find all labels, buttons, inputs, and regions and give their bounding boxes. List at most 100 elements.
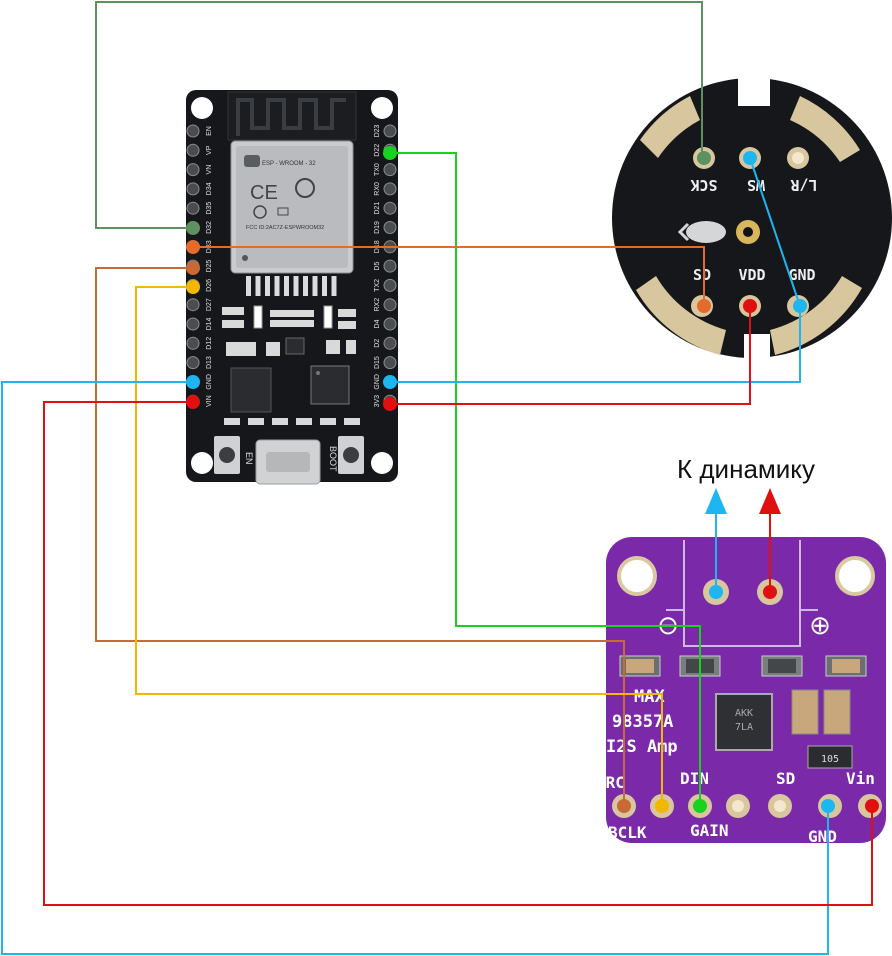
plus-sign: ⊕ [809,610,831,640]
esp32-board: ESP - WROOM - 32 CE FCC ID:2AC7Z-ESPWROO… [186,90,398,485]
amp-label-lrc: LRC [596,773,625,792]
left-pin-label: EN [206,126,213,136]
mic-dot-vdd [743,299,757,313]
smd-part [338,309,356,317]
mic-notch-top [738,76,770,106]
left-pin-pad [186,163,200,177]
right-pin-label: TX0 [374,163,381,176]
module-pads [246,276,337,296]
module-pad [265,276,270,296]
mounting-hole [191,452,213,474]
module-pad [303,276,308,296]
right-pin-pad [383,182,397,196]
left-pin-label: D27 [206,298,213,311]
smd-part [270,310,314,317]
right-pin-pad [383,278,397,292]
right-pin-pad [383,298,397,312]
pin1-dot [242,255,248,261]
usb-opening [266,452,310,472]
module-pad [274,276,280,296]
module-pad [331,276,337,296]
left-pin-pad [186,182,200,196]
speaker-caption: К динамику [677,454,815,484]
led [253,305,263,329]
mic-label-sck: SCK [690,176,717,194]
module-name: ESP - WROOM - 32 [262,161,316,167]
amp-pad-gain-hole [732,800,744,812]
esp32-right-pin-header: D23D22TX0RX0D21D19D18D5TX2RX2D4D2D15GND3… [374,124,397,408]
left-pin-pad [186,356,200,370]
left-pin-label: VN [206,165,213,175]
left-pin-label: VIN [206,395,213,407]
left-pin-label: D32 [206,221,213,234]
en-button-cap[interactable] [219,447,235,463]
mic-edge-pad [640,96,700,158]
right-pin-label: D22 [374,144,381,157]
rect-icon [277,207,289,216]
wires [1,1,873,955]
right-pin-label: D2 [374,339,381,348]
left-pin-label: D14 [206,317,213,330]
mic-edge-pad [790,96,860,162]
mic-module: SCK WS L/R SD VDD GND [612,76,892,364]
right-pin-label: D15 [374,356,381,369]
pin-dot-d32 [186,240,200,254]
pin-dot-vin [186,395,200,409]
right-pin-label: D5 [374,262,381,271]
left-pin-label: D26 [206,279,213,292]
mic-label-lr: L/R [789,176,817,194]
smd-part [222,307,244,315]
amp-mount-hole [617,556,657,596]
left-pin-label: VP [206,145,213,155]
smd-part [248,418,264,425]
max98357a-chip [715,693,773,751]
pin-dot-gnd-right [383,375,397,389]
module-pad [246,276,251,296]
mounting-hole [371,452,393,474]
arrow-up-blue [705,488,727,514]
boot-button-cap[interactable] [343,447,359,463]
smd-cap-body [626,659,654,673]
module-pad [293,276,299,296]
mic-label-sd: SD [693,266,711,284]
mounting-hole [191,97,213,119]
smd-part [226,342,256,356]
mic-notch-bottom [744,334,770,364]
left-pin-pad [186,317,200,331]
mic-port-outline [686,221,726,243]
left-pin-label: GND [206,374,213,390]
smd-part [346,340,356,354]
left-pin-label: D25 [206,260,213,273]
amp-label-sd: SD [776,769,795,788]
right-pin-pad [383,259,397,273]
amp-dot-lrc [617,799,631,813]
left-pin-label: D12 [206,337,213,350]
right-pin-label: D4 [374,319,381,328]
right-pin-label: D23 [374,124,381,137]
left-pin-label: D34 [206,182,213,195]
usb-uart-chip [310,365,350,405]
module-pad [255,276,261,296]
mic-edge-pad [770,276,862,355]
amp-pad-sd-hole [774,800,786,812]
arrow-up-red [759,488,781,514]
pin-dot-d26 [186,261,200,275]
right-pin-label: RX0 [374,182,381,196]
wire-endpoints [186,146,879,813]
wire-3v3-vdd [390,306,751,405]
smd-part [344,418,360,425]
amp-label-vin: Vin [846,769,875,788]
mic-dot-gnd [793,299,807,313]
left-pin-pad [186,336,200,350]
left-pin-pad [186,201,200,215]
wifi-logo [244,155,260,167]
led [323,305,333,329]
wire-mic-sd [193,246,705,306]
smd-part [320,418,336,425]
antenna-trace [236,98,346,136]
right-pin-pad [383,336,397,350]
amp-dot-bclk [655,799,669,813]
mic-label-vdd: VDD [738,266,765,284]
amp-label-gain: GAIN [690,821,729,840]
en-button-label: EN [244,452,254,465]
